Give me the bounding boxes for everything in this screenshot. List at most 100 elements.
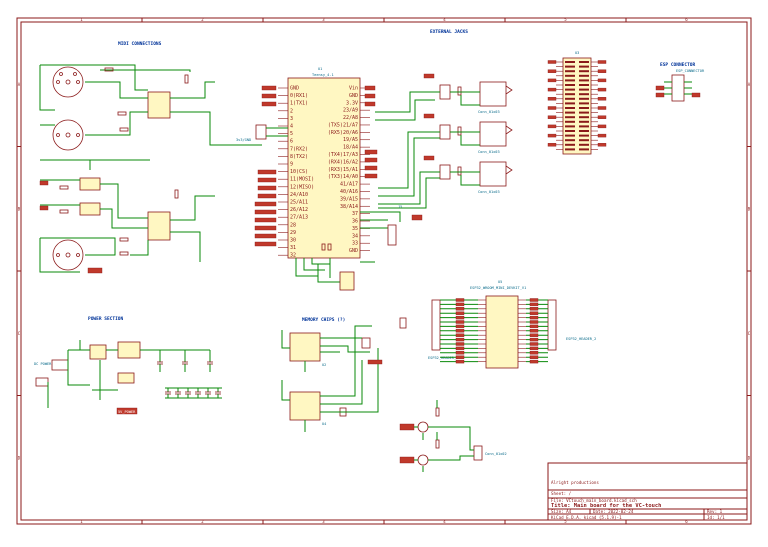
frame-col-mark: 4	[443, 17, 446, 22]
esp-net-label	[529, 311, 539, 315]
midi-din-thru	[52, 239, 84, 271]
mcu-right-pin-label: Vin	[349, 86, 358, 92]
mcu-right-pin-label: 19/A5	[343, 137, 358, 143]
header-label-right	[597, 124, 607, 129]
midi-din-in	[52, 66, 84, 98]
mcu-right-pin-label: 39/A15	[340, 196, 358, 202]
header-pin-left	[565, 65, 575, 68]
mcu-right-pins: VinGND3.3V23/A922/A8(TX5)21/A7(RX5)20/A6…	[328, 86, 370, 254]
header-label-right	[597, 115, 607, 119]
header-label-left	[547, 60, 557, 64]
header-pin-right	[579, 125, 589, 128]
esp-net-label	[455, 302, 465, 307]
svg-text:Conn_01x03: Conn_01x03	[478, 190, 500, 194]
esp-net-label	[529, 320, 539, 324]
u5-ref: U5	[498, 280, 502, 284]
header-label-right	[597, 60, 607, 64]
mcu-right-pin-label: (RX5)20/A6	[328, 130, 358, 136]
mcu-right-pin-label: (TX3)14/A0	[328, 174, 358, 180]
frame-row-mark: B	[18, 206, 21, 211]
frame-col-mark: 5	[564, 519, 567, 524]
transistor-wires	[414, 400, 474, 472]
header-label-left	[547, 87, 557, 92]
header-pin-right	[579, 148, 589, 151]
mcu-left-pin-label: 6	[290, 139, 293, 145]
esp-net-label	[455, 298, 465, 302]
esp-net-label	[529, 324, 539, 329]
header-pin-right	[579, 88, 589, 91]
inner-frame	[20, 21, 748, 521]
external-section-title: EXTERNAL JACKS	[430, 29, 468, 35]
esp-net-label	[529, 307, 539, 311]
header-pin-left	[565, 139, 575, 142]
mcu-right-pin-label: 33	[352, 241, 358, 247]
power-regulators: DC POWER 5V_POWER	[34, 341, 141, 415]
header-pin-left	[565, 111, 575, 114]
esp-net-label	[529, 333, 539, 337]
mcu-right-labels	[364, 85, 378, 179]
header-pin-right	[579, 130, 589, 132]
header-pin-right	[579, 70, 589, 73]
pin-header-pins	[547, 60, 607, 151]
mcu-left-pin-label: 10(CS)	[290, 169, 308, 175]
mcu-left-pin-label: 30	[290, 238, 296, 244]
esp-net-label	[455, 342, 465, 346]
esp-net-label	[529, 302, 539, 307]
external-jack-wires	[375, 91, 480, 209]
svg-text:Conn_01x02: Conn_01x02	[485, 452, 507, 456]
memory-wires	[281, 325, 383, 432]
esp-net-label	[455, 311, 465, 315]
header-pin-right	[579, 107, 589, 109]
memory-chips: U2 U4	[289, 332, 371, 426]
esp32-headers: ESP32_HEADER_1 ESP32_HEADER_2	[428, 299, 596, 360]
esp32-pins	[478, 299, 526, 362]
header-label-right	[597, 143, 607, 147]
header-pin-left	[565, 84, 575, 86]
svg-text:Conn_01x03: Conn_01x03	[478, 110, 500, 114]
mcu-right-pin-label: 18/A4	[343, 145, 358, 151]
svg-text:ESP32_HEADER_2: ESP32_HEADER_2	[566, 337, 596, 341]
mcu-left-pin-label: 8(TX2)	[290, 154, 308, 160]
frame-col-mark: 1	[80, 17, 83, 22]
mcu-part: Teensy_4.1	[312, 73, 334, 77]
tb-size: Size: A4	[551, 509, 572, 514]
svg-text:ESP32_HEADER_1: ESP32_HEADER_1	[428, 356, 458, 360]
header-pin-right	[579, 139, 589, 142]
svg-text:U3: U3	[575, 51, 579, 55]
esp-net-label	[529, 346, 539, 351]
esp32-header-wires	[440, 298, 548, 364]
esp-net-label	[455, 337, 465, 342]
svg-text:DC POWER: DC POWER	[34, 362, 52, 366]
header-pin-right	[579, 120, 589, 123]
mcu-right-pin-label: (TX5)21/A7	[328, 122, 358, 128]
midi-wires	[39, 64, 262, 273]
mcu-right-pin-label: 35	[352, 226, 358, 232]
frame-col-mark: 3	[322, 17, 325, 22]
tb-kicad: KiCad E.D.A. kicad (5.1.9)-1	[551, 515, 622, 520]
mcu-left-pin-label: 7(RX2)	[290, 146, 308, 152]
header-pin-left	[565, 120, 575, 123]
power-section-title: POWER SECTION	[88, 316, 124, 322]
frame-row-mark: C	[748, 331, 751, 336]
mcu-left-pin-label: 9	[290, 162, 293, 168]
esp32-devkit	[485, 295, 519, 369]
header-label-left	[547, 69, 557, 73]
power-wires	[47, 340, 222, 408]
outer-frame	[16, 17, 752, 525]
esp-net-label	[529, 315, 539, 320]
header-pin-left	[565, 74, 575, 77]
frame-row-mark: B	[748, 206, 751, 211]
svg-text:U4: U4	[322, 422, 326, 426]
tb-id: Id: 1/1	[707, 515, 725, 520]
u5-part: ESP32_WROOM_MINI_DEVKIT_V1	[470, 286, 526, 290]
esp-net-label	[455, 324, 465, 329]
header-label-right	[597, 97, 607, 101]
frame-col-mark: 6	[685, 17, 688, 22]
header-pin-right	[579, 74, 589, 77]
esp-net-label	[455, 333, 465, 337]
esp-net-label	[455, 351, 465, 355]
header-pin-left	[565, 97, 575, 100]
mcu-right-pin-label: 37	[352, 211, 358, 217]
header-pin-right	[579, 143, 589, 146]
